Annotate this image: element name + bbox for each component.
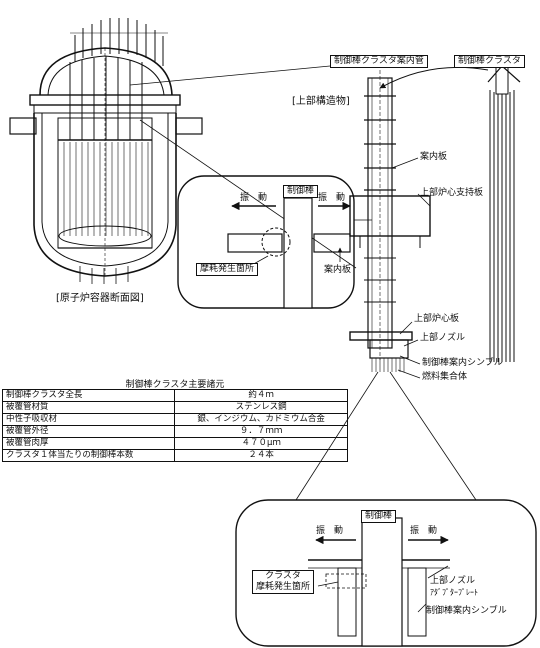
detail-bubble-1: [177, 175, 355, 309]
spec-value: ４７０μｍ: [174, 437, 348, 450]
upper-nozzle-label: 上部ノズル: [420, 333, 466, 343]
detail2-adapter-label: ｱﾀﾞﾌﾟﾀｰﾌﾟﾚｰﾄ: [430, 588, 478, 597]
guide-tube-label: 制御棒クラスタ案内管: [330, 55, 428, 68]
vessel-caption: [原子炉容器断面図]: [56, 293, 144, 304]
detail1-guide-plate-label: 案内板: [324, 265, 352, 275]
spec-item: 中性子吸収材: [1, 413, 176, 426]
upper-core-support-plate-label: 上部炉心支持板: [420, 188, 484, 198]
detail2-rod-label: 制御棒: [361, 510, 397, 523]
spec-value: ステンレス鋼: [174, 401, 348, 414]
upper-structure-label: [上部構造物]: [292, 96, 350, 107]
detail2-wear-label: クラスタ 摩耗発生箇所: [252, 570, 315, 594]
leader-vessel-upper: [139, 119, 357, 269]
spec-table: 制御棒クラスタ全長 約４ｍ 被覆管材質 ステンレス鋼 中性子吸収材 銀、インジウ…: [1, 389, 348, 462]
detail2-wear-line2: 摩耗発生箇所: [256, 582, 311, 592]
spec-value: ９．７ｍｍ: [174, 425, 348, 438]
spec-value: 約４ｍ: [174, 389, 348, 402]
spec-item: 制御棒クラスタ全長: [1, 389, 176, 402]
spec-item: 被覆管材質: [1, 401, 176, 414]
detail2-thimble-label: 制御棒案内シンブル: [426, 606, 507, 616]
table-row: 制御棒クラスタ全長 約４ｍ: [1, 389, 348, 402]
thimble-label: 制御棒案内シンブル: [422, 358, 503, 368]
detail2-vibration-left: 振 動: [316, 526, 344, 536]
guide-plate-label: 案内板: [420, 152, 448, 162]
fuel-assembly-label: 燃料集合体: [422, 372, 468, 382]
table-row: 被覆管肉厚 ４７０μｍ: [1, 437, 348, 450]
table-row: 被覆管外径 ９．７ｍｍ: [1, 425, 348, 438]
detail1-vibration-left: 振 動: [240, 193, 268, 203]
detail-bubble-2: [235, 499, 537, 647]
spec-item: 被覆管外径: [1, 425, 176, 438]
table-row: 中性子吸収材 銀、インジウム、カドミウム合金: [1, 413, 348, 426]
detail2-upper-nozzle-label: 上部ノズル: [430, 576, 476, 586]
spec-table-title: 制御棒クラスタ主要諸元: [125, 380, 225, 390]
detail2-wear-line1: クラスタ: [265, 571, 301, 581]
cluster-insertion-arrow: [379, 66, 489, 89]
spec-value: ２４本: [174, 449, 348, 462]
detail1-rod-label: 制御棒: [283, 185, 319, 198]
rod-cluster-drawing: [487, 63, 521, 362]
table-row: クラスタ１体当たりの制御棒本数 ２４本: [1, 449, 348, 462]
spec-item: クラスタ１体当たりの制御棒本数: [1, 449, 176, 462]
detail1-wear-label: 摩耗発生箇所: [196, 263, 259, 276]
upper-core-plate-label: 上部炉心板: [414, 314, 460, 324]
table-row: 被覆管材質 ステンレス鋼: [1, 401, 348, 414]
detail1-vibration-right: 振 動: [318, 193, 346, 203]
spec-item: 被覆管肉厚: [1, 437, 176, 450]
cluster-label: 制御棒クラスタ: [454, 55, 525, 68]
guide-tube-column: [349, 70, 431, 372]
detail-2-connector-right: [389, 371, 477, 501]
reactor-vessel-drawing: [9, 18, 203, 284]
spec-value: 銀、インジウム、カドミウム合金: [174, 413, 348, 426]
detail2-vibration-right: 振 動: [410, 526, 438, 536]
